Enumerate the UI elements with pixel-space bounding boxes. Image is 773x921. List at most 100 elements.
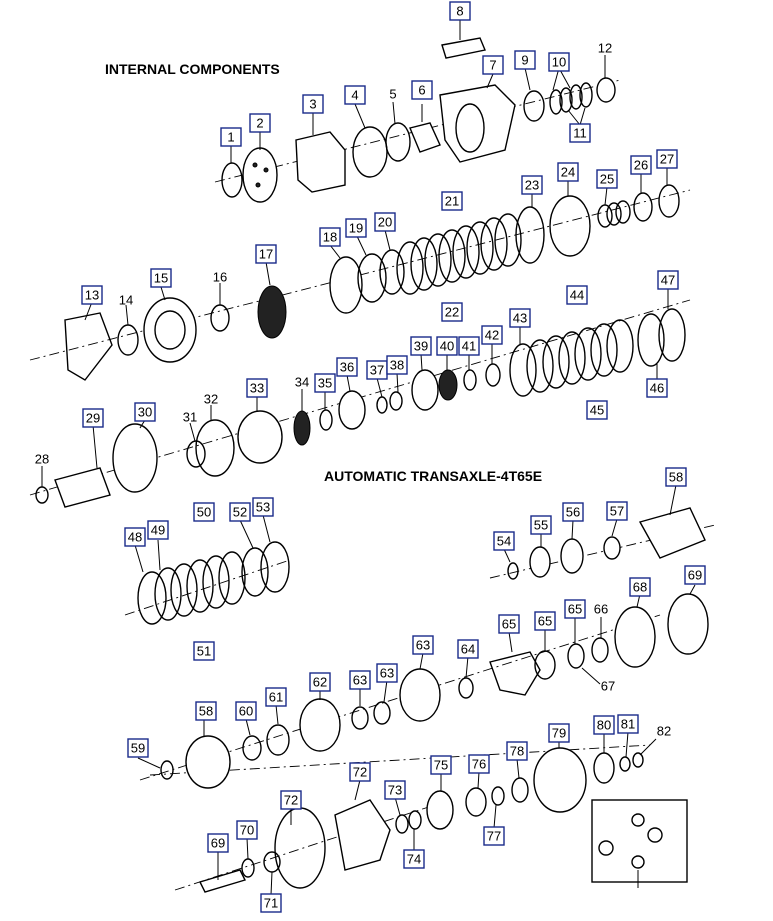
- callout-number: 22: [445, 305, 459, 320]
- callout-number: 65: [502, 617, 516, 632]
- callout-62: 62: [309, 672, 331, 692]
- callout-box: [436, 336, 458, 356]
- callout-77: 77: [483, 826, 505, 846]
- callout-box: [629, 577, 651, 597]
- callout-box: [319, 227, 341, 247]
- callout-69: 69: [684, 565, 706, 585]
- callout-number: 78: [510, 744, 524, 759]
- callout-number: 36: [340, 360, 354, 375]
- callout-box: [430, 755, 452, 775]
- callout-39: 39: [410, 336, 432, 356]
- callout-number: 52: [233, 505, 247, 520]
- callout-number: 55: [534, 518, 548, 533]
- callout-32: 32: [204, 392, 218, 407]
- callout-number: 61: [269, 690, 283, 705]
- callout-number: 41: [462, 339, 476, 354]
- callout-number: 59: [131, 741, 145, 756]
- callout-box: [349, 670, 371, 690]
- callout-box: [376, 663, 398, 683]
- callout-box: [81, 285, 103, 305]
- callout-69: 69: [207, 833, 229, 853]
- callout-number: 13: [85, 288, 99, 303]
- callout-65: 65: [534, 611, 556, 631]
- callout-number: 39: [414, 339, 428, 354]
- callout-61: 61: [265, 687, 287, 707]
- clutch-plate-stack-21-22: [396, 213, 522, 295]
- callout-number: 27: [660, 152, 674, 167]
- callout-10: 10: [548, 52, 570, 72]
- callout-81: 81: [617, 714, 639, 734]
- callout-23: 23: [521, 175, 543, 195]
- callout-46: 46: [646, 378, 668, 398]
- callout-5: 5: [389, 87, 396, 102]
- callout-49: 49: [147, 520, 169, 540]
- callout-number: 66: [594, 602, 608, 617]
- callout-number: 79: [552, 726, 566, 741]
- callout-number: 37: [370, 363, 384, 378]
- callout-box: [483, 826, 505, 846]
- callout-65: 65: [564, 599, 586, 619]
- callout-number: 2: [256, 116, 263, 131]
- callout-42: 42: [481, 325, 503, 345]
- callout-6: 6: [411, 80, 433, 100]
- callout-box: [509, 308, 531, 328]
- callout-44: 44: [566, 285, 588, 305]
- callout-31: 31: [183, 410, 197, 425]
- callout-78: 78: [506, 741, 528, 761]
- heading-internal-components: INTERNAL COMPONENTS: [105, 61, 280, 77]
- clutch-plate-stack-43-44: [509, 319, 634, 397]
- callout-box: [220, 127, 242, 147]
- callout-box: [593, 715, 615, 735]
- callout-box: [82, 408, 104, 428]
- callout-number: 63: [416, 638, 430, 653]
- callout-box: [457, 639, 479, 659]
- row2-parts: [64, 184, 680, 381]
- callout-17: 17: [255, 244, 277, 264]
- callout-40: 40: [436, 336, 458, 356]
- callout-34: 34: [295, 375, 309, 390]
- callout-box: [246, 378, 268, 398]
- callout-box: [684, 565, 706, 585]
- callout-number: 81: [621, 717, 635, 732]
- callout-number: 5: [389, 87, 396, 102]
- callout-21: 21: [441, 191, 463, 211]
- callout-number: 26: [634, 158, 648, 173]
- callout-58: 58: [195, 701, 217, 721]
- callout-60: 60: [235, 701, 257, 721]
- callout-number: 25: [600, 172, 614, 187]
- callout-box: [124, 527, 146, 547]
- callout-14: 14: [119, 293, 133, 308]
- callout-number: 38: [390, 358, 404, 373]
- callout-number: 4: [351, 88, 358, 103]
- callout-64: 64: [457, 639, 479, 659]
- callout-number: 50: [197, 505, 211, 520]
- callout-number: 20: [378, 215, 392, 230]
- callout-number: 69: [211, 836, 225, 851]
- callout-number: 67: [601, 679, 615, 694]
- callout-number: 15: [154, 271, 168, 286]
- callout-73: 73: [384, 780, 406, 800]
- callout-55: 55: [530, 515, 552, 535]
- callout-box: [134, 402, 156, 422]
- row4-parts: [137, 507, 706, 625]
- callout-number: 48: [128, 530, 142, 545]
- callout-number: 12: [598, 41, 612, 56]
- callout-70: 70: [236, 820, 258, 840]
- callout-number: 19: [349, 221, 363, 236]
- callout-box: [498, 614, 520, 634]
- callout-number: 76: [472, 757, 486, 772]
- callout-2: 2: [249, 113, 271, 133]
- callout-51: 51: [193, 641, 215, 661]
- callout-number: 73: [388, 783, 402, 798]
- callout-57: 57: [606, 501, 628, 521]
- callout-number: 70: [240, 823, 254, 838]
- callout-65: 65: [498, 614, 520, 634]
- callout-47: 47: [657, 270, 679, 290]
- callout-box: [265, 687, 287, 707]
- callout-number: 18: [323, 230, 337, 245]
- callout-59: 59: [127, 738, 149, 758]
- callout-box: [481, 325, 503, 345]
- callout-54: 54: [493, 531, 515, 551]
- callout-box: [280, 790, 302, 810]
